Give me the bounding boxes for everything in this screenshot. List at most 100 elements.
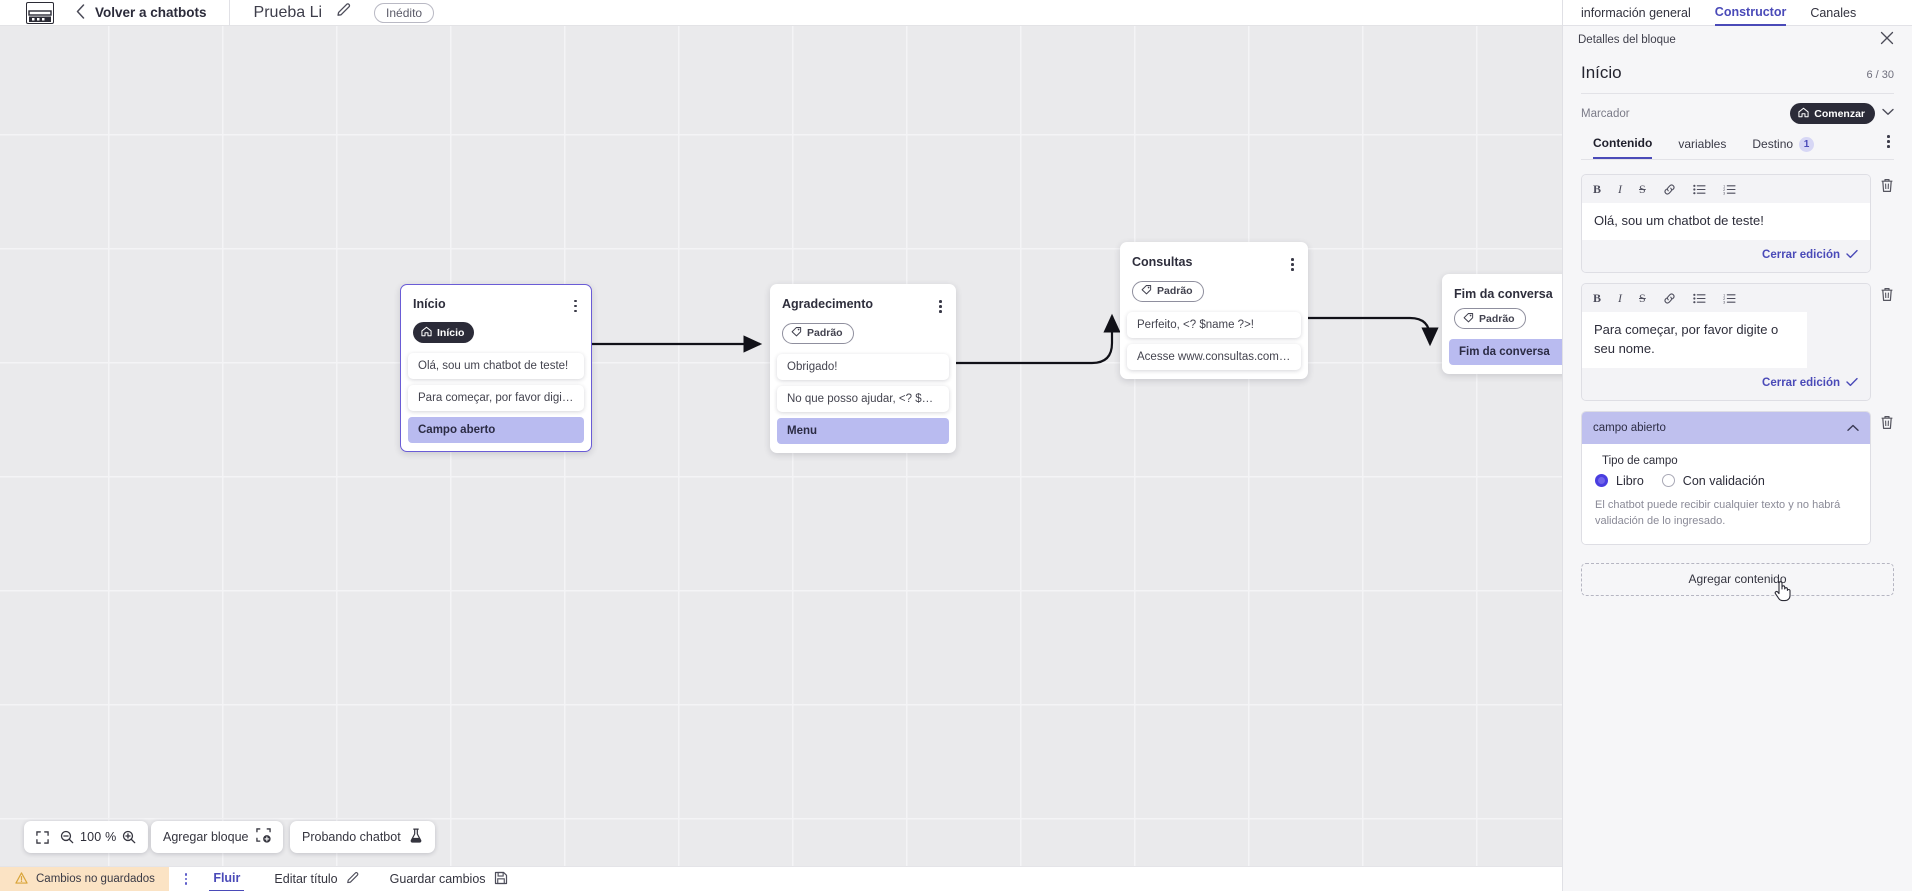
chatbot-logo-icon[interactable] (26, 1, 54, 24)
kebab-menu-icon[interactable] (937, 297, 944, 316)
field-card-header[interactable]: campo abierto (1582, 411, 1870, 444)
kebab-menu-icon[interactable] (184, 873, 188, 885)
node-tag-row: Padrão (1442, 301, 1562, 331)
back-to-chatbots-link[interactable]: Volver a chatbots (95, 5, 207, 20)
add-content-label: Agregar contenido (1688, 572, 1787, 587)
open-field-card[interactable]: campo abierto Tipo de campo Libro (1581, 410, 1871, 545)
field-block: campo abierto Tipo de campo Libro (1581, 410, 1894, 545)
node-tag-default: Padrão (1132, 280, 1204, 302)
kebab-menu-icon[interactable] (572, 297, 579, 316)
bold-icon[interactable]: B (1593, 182, 1602, 196)
subtab-variables[interactable]: variables (1678, 137, 1726, 158)
node-tag-row: Início (401, 315, 591, 345)
add-content-button[interactable]: Agregar contenido (1581, 562, 1894, 601)
check-icon (1846, 249, 1858, 262)
flow-node[interactable]: Agradecimento Padrão Obrigado! No que po… (770, 284, 956, 453)
save-changes-label: Guardar cambios (389, 872, 486, 886)
bullet-list-icon[interactable] (1692, 184, 1706, 195)
italic-icon[interactable]: I (1618, 290, 1623, 305)
pencil-icon[interactable] (336, 2, 352, 23)
node-field-row[interactable]: Menu (777, 417, 949, 444)
flow-node[interactable]: Fim da conversa Padrão Fim da conversa (1442, 274, 1562, 374)
test-chatbot-button[interactable]: Probando chatbot (290, 821, 435, 853)
bold-icon[interactable]: B (1593, 290, 1602, 305)
subtab-destino[interactable]: Destino 1 (1752, 136, 1815, 159)
flow-node[interactable]: Consultas Padrão Perfeito, <? $name ?>! … (1120, 242, 1308, 379)
strikethrough-icon[interactable]: S (1639, 182, 1646, 196)
flow-canvas[interactable]: Início Início Olá, sou um chatbot de tes… (0, 26, 1562, 866)
radio-libro[interactable]: Libro (1595, 474, 1644, 488)
subtab-contenido[interactable]: Contenido (1593, 136, 1653, 159)
marker-label: Marcador (1581, 107, 1630, 120)
marker-value-badge[interactable]: Comenzar (1790, 103, 1875, 124)
save-changes-button[interactable]: Guardar cambios (390, 871, 508, 888)
unsaved-changes-banner: Cambios no guardados (0, 866, 169, 891)
close-edit-button[interactable]: Cerrar edición (1762, 249, 1858, 262)
close-edit-button[interactable]: Cerrar edición (1762, 377, 1858, 390)
node-header: Fim da conversa (1442, 281, 1562, 301)
add-block-button[interactable]: Agregar bloque (151, 821, 284, 853)
chevron-up-icon[interactable] (1847, 419, 1859, 437)
tab-constructor[interactable]: Constructor (1714, 0, 1787, 26)
zoom-toolbar: 100 % (24, 821, 149, 853)
flow-node[interactable]: Início Início Olá, sou um chatbot de tes… (400, 284, 592, 452)
marker-value-label: Comenzar (1814, 107, 1865, 120)
kebab-menu-icon[interactable] (1887, 135, 1890, 148)
editor-text[interactable]: Olá, sou um chatbot de teste! (1582, 203, 1870, 240)
tag-icon (1141, 284, 1152, 298)
node-message-row[interactable]: Acesse www.consultas.com par... (1127, 343, 1301, 370)
node-title: Consultas (1132, 255, 1193, 269)
zoom-in-icon[interactable] (116, 821, 148, 853)
edit-title-button[interactable]: Editar título (274, 871, 359, 888)
bullet-list-icon[interactable] (1692, 293, 1706, 304)
panel-subheader-title: Detalles del bloque (1578, 33, 1676, 46)
node-message-row[interactable]: Para começar, por favor digite o ... (408, 385, 584, 412)
trash-icon[interactable] (1880, 411, 1894, 435)
marker-control[interactable]: Comenzar (1790, 103, 1894, 124)
warning-triangle-icon (15, 871, 28, 887)
italic-icon[interactable]: I (1618, 182, 1623, 196)
node-field-row[interactable]: Fim da conversa (1449, 339, 1562, 365)
node-tag-row: Padrão (770, 316, 956, 346)
field-help-text: El chatbot puede recibir cualquier texto… (1595, 498, 1841, 528)
check-icon (1846, 377, 1858, 390)
add-block-button-inner[interactable]: Agregar bloque (151, 821, 283, 853)
tab-canales[interactable]: Canales (1810, 5, 1857, 20)
kebab-menu-icon[interactable] (1289, 255, 1296, 274)
node-title: Agradecimento (782, 297, 873, 311)
chevron-left-icon[interactable] (76, 3, 85, 22)
trash-icon[interactable] (1880, 174, 1894, 198)
svg-text:2: 2 (1723, 297, 1725, 301)
edit-title-label: Editar título (274, 872, 338, 886)
test-chatbot-button-inner[interactable]: Probando chatbot (290, 821, 435, 853)
chevron-down-icon[interactable] (1882, 108, 1894, 119)
editor-footer: Cerrar edición (1582, 239, 1870, 272)
node-message-row[interactable]: Perfeito, <? $name ?>! (1127, 311, 1301, 338)
node-message-row[interactable]: Obrigado! (777, 353, 949, 380)
tab-flow[interactable]: Fluir (209, 867, 245, 891)
link-icon[interactable] (1663, 183, 1676, 196)
editor-text[interactable]: Para começar, por favor digite o seu nom… (1582, 311, 1807, 368)
field-card-body: Tipo de campo Libro Con validación E (1582, 443, 1870, 544)
page-title: Início (1581, 63, 1622, 82)
node-field-row[interactable]: Campo aberto (408, 417, 584, 444)
trash-icon[interactable] (1880, 283, 1894, 307)
panel-tabs: información general Constructor Canales (1563, 0, 1912, 26)
close-icon[interactable] (1880, 31, 1894, 48)
subtab-destino-label: Destino (1752, 137, 1794, 151)
strikethrough-icon[interactable]: S (1639, 290, 1646, 305)
tab-informacion-general[interactable]: información general (1581, 5, 1691, 20)
link-icon[interactable] (1663, 292, 1676, 305)
block-counter: 6 / 30 (1866, 69, 1894, 81)
zoom-out-icon[interactable] (54, 821, 80, 853)
field-type-label: Tipo de campo (1602, 454, 1678, 467)
node-message-row[interactable]: Olá, sou um chatbot de teste! (408, 353, 584, 380)
node-message-row[interactable]: No que posso ajudar, <? $name ... (777, 385, 949, 412)
fit-screen-icon[interactable] (24, 821, 54, 853)
radio-con-validacion[interactable]: Con validación (1661, 474, 1765, 488)
